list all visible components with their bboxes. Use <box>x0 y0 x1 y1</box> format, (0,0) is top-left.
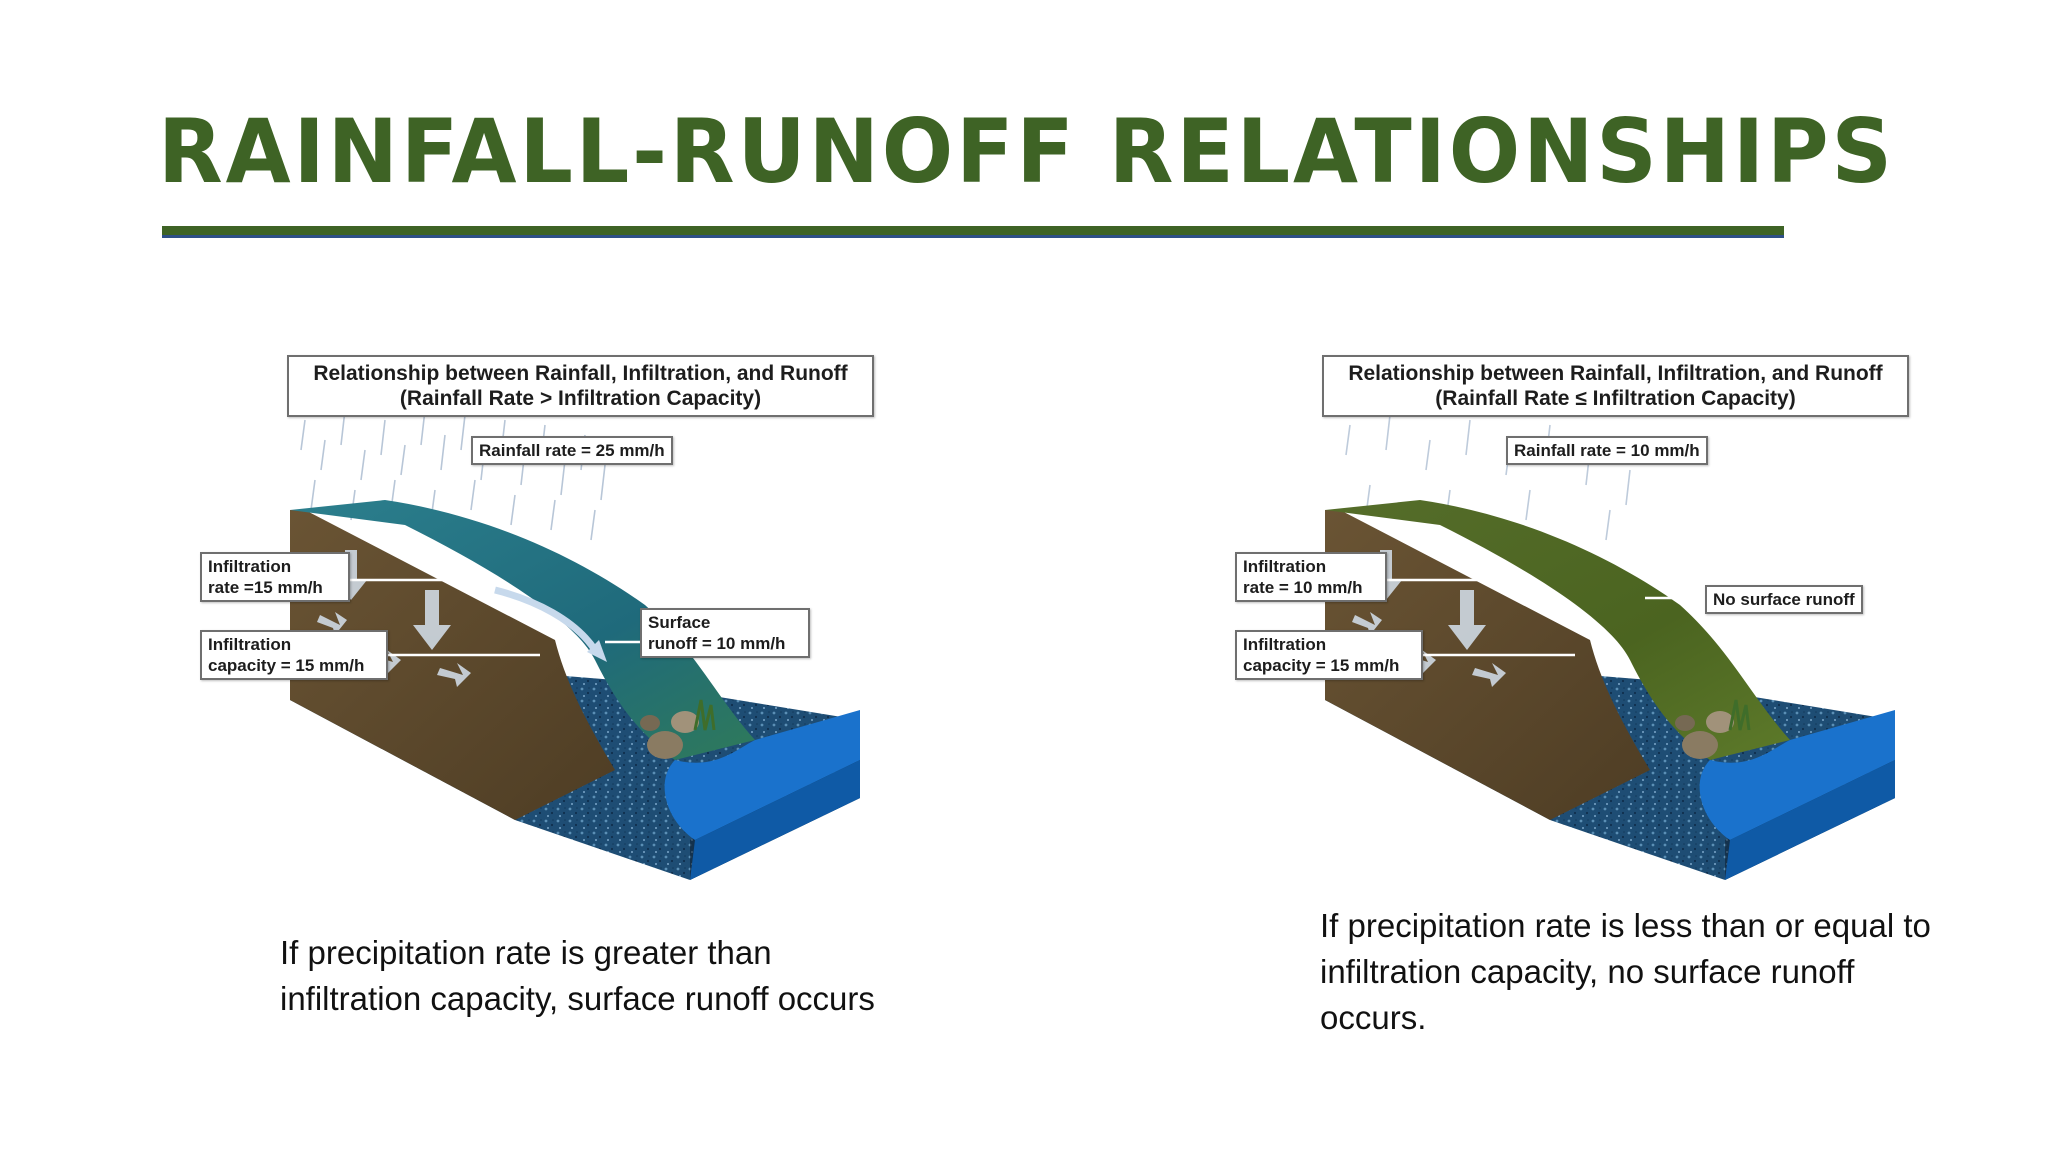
infiltration-capacity-label: Infiltration capacity = 15 mm/h <box>1235 630 1423 680</box>
surface-runoff-label: Surface runoff = 10 mm/h <box>640 608 810 658</box>
streambank-rocks <box>640 699 716 759</box>
soil-layer <box>1325 510 1650 820</box>
label-line-2: runoff = 10 mm/h <box>648 634 786 653</box>
label-line-1: Infiltration <box>208 635 292 654</box>
header-line-2: (Rainfall Rate > Infiltration Capacity) <box>399 387 762 410</box>
slide-title: RAINFALL-RUNOFF RELATIONSHIPS <box>158 100 1895 203</box>
stream-channel <box>1699 710 1895 840</box>
header-line-2: (Rainfall Rate ≤ Infiltration Capacity) <box>1435 387 1796 410</box>
header-line-1: Relationship between Rainfall, Infiltrat… <box>313 362 848 385</box>
diagram-rain-within-capacity: Relationship between Rainfall, Infiltrat… <box>1230 350 1930 880</box>
label-line-2: capacity = 15 mm/h <box>1243 656 1400 675</box>
streambank-rocks <box>1675 699 1751 759</box>
diagram-header: Relationship between Rainfall, Infiltrat… <box>1322 355 1909 417</box>
header-line-1: Relationship between Rainfall, Infiltrat… <box>1348 362 1883 385</box>
runoff-arrow <box>494 586 598 652</box>
hillslope-cross-section-illustration <box>1325 414 1895 880</box>
label-line-1: Surface <box>648 613 711 632</box>
infiltration-rate-label: Infiltration rate =15 mm/h <box>200 552 350 602</box>
caption-right: If precipitation rate is less than or eq… <box>1320 907 1931 1036</box>
surface-water-layer <box>290 500 755 760</box>
label-line-2: capacity = 15 mm/h <box>208 656 365 675</box>
diagram-header: Relationship between Rainfall, Infiltrat… <box>287 355 874 417</box>
hillslope-cross-section-illustration <box>290 409 860 880</box>
label-line-1: Infiltration <box>1243 635 1327 654</box>
label-line-1: Infiltration <box>208 557 292 576</box>
title-underline <box>162 226 1784 238</box>
infiltration-rate-label: Infiltration rate = 10 mm/h <box>1235 552 1387 602</box>
soil-layer <box>290 510 615 820</box>
caption-left: If precipitation rate is greater than in… <box>280 934 875 1017</box>
no-surface-runoff-label: No surface runoff <box>1705 585 1863 614</box>
label-line-2: rate =15 mm/h <box>208 578 323 597</box>
grass-surface-layer <box>1325 500 1790 760</box>
label-line-1: Infiltration <box>1243 557 1327 576</box>
rainfall-rate-label: Rainfall rate = 10 mm/h <box>1506 436 1708 465</box>
infiltration-capacity-label: Infiltration capacity = 15 mm/h <box>200 630 388 680</box>
label-line-2: rate = 10 mm/h <box>1243 578 1363 597</box>
stream-channel <box>664 710 860 840</box>
diagram-rain-exceeds-capacity: Relationship between Rainfall, Infiltrat… <box>195 350 895 880</box>
rainfall-rate-label: Rainfall rate = 25 mm/h <box>471 436 673 465</box>
